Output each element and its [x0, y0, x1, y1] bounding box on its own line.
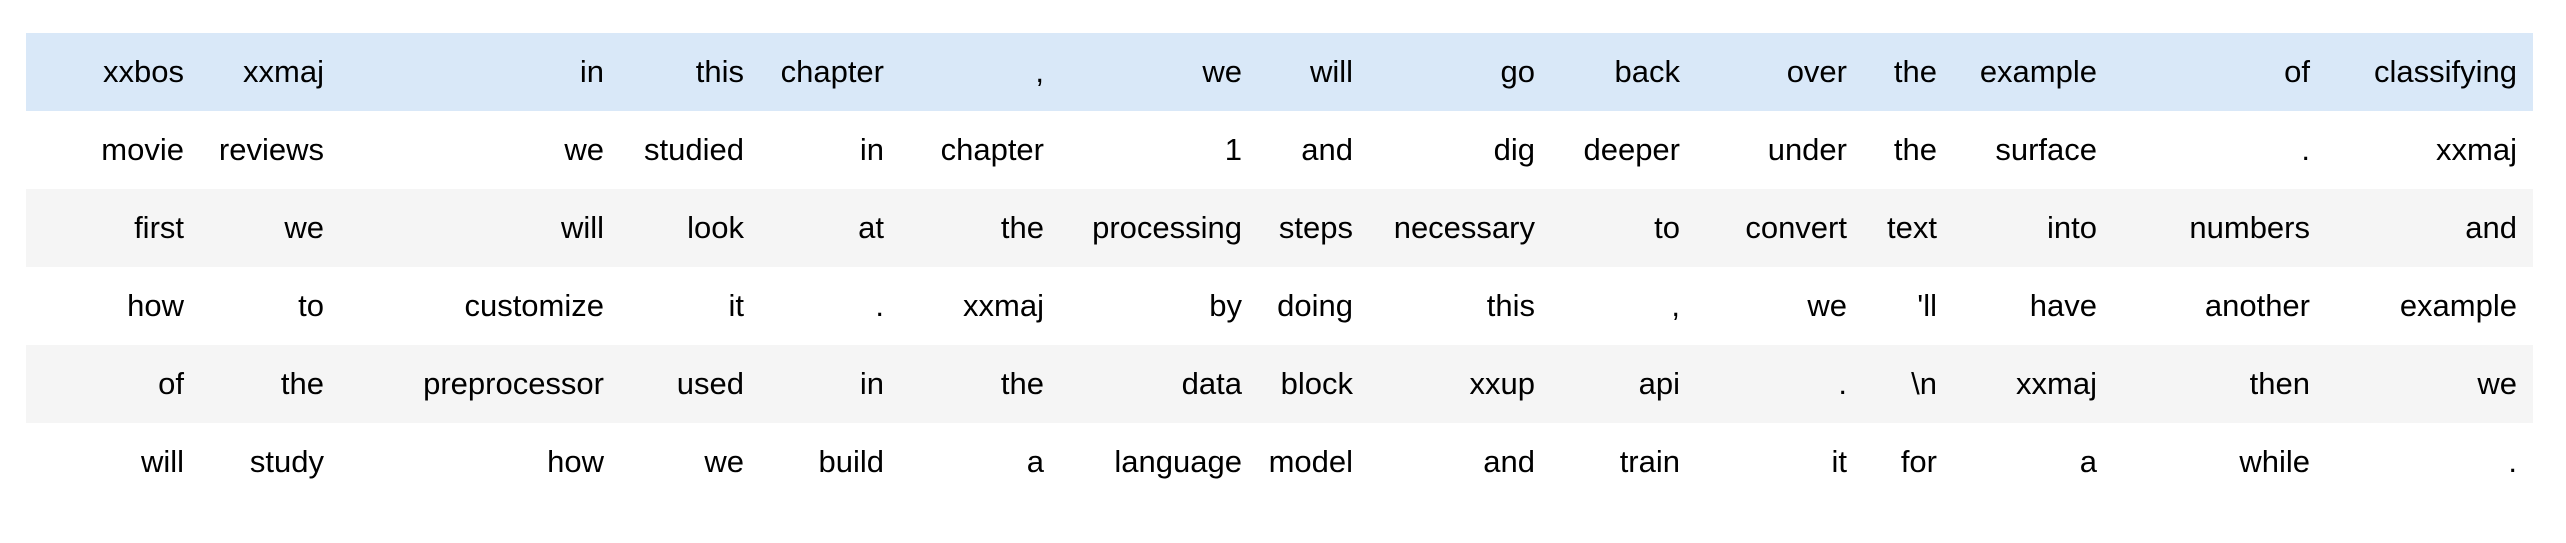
token-cell: data: [1181, 366, 1242, 401]
token-cell: to: [298, 288, 324, 323]
token-cell: .: [2301, 132, 2310, 167]
token-cell: study: [249, 444, 324, 479]
token-cell: block: [1280, 366, 1353, 401]
token-cell: surface: [1995, 132, 2097, 167]
token-cell: we: [1202, 54, 1242, 89]
token-cell: to: [1654, 210, 1680, 245]
token-cell: go: [1500, 54, 1535, 89]
token-cell: example: [2399, 288, 2517, 323]
token-cell: it: [1831, 444, 1848, 479]
token-cell: we: [1807, 288, 1847, 323]
token-cell: the: [1000, 210, 1044, 245]
token-cell: steps: [1278, 210, 1353, 245]
token-cell: over: [1786, 54, 1847, 89]
token-cell: how: [127, 288, 184, 323]
token-cell: reviews: [218, 132, 324, 167]
token-cell: a: [1026, 444, 1044, 479]
token-row: xxbos xxmaj in this chapter, we will go back over…: [26, 33, 2533, 111]
token-cell: convert: [1745, 210, 1847, 245]
token-cell: this: [1486, 288, 1535, 323]
token-cell: xxmaj: [2436, 132, 2517, 167]
token-row: movie reviews we studied in chapter 1 and dig dee…: [26, 111, 2533, 189]
token-cell: the: [1893, 132, 1937, 167]
token-cell: by: [1209, 288, 1242, 323]
token-cell: train: [1619, 444, 1680, 479]
token-cell: chapter: [780, 54, 884, 89]
token-cell: \n: [1911, 366, 1937, 401]
token-cell: xxmaj: [963, 288, 1044, 323]
token-cell: into: [2047, 210, 2097, 245]
token-cell: under: [1767, 132, 1847, 167]
token-cell: look: [687, 210, 744, 245]
token-cell: we: [284, 210, 324, 245]
token-cell: in: [859, 132, 884, 167]
token-cell: .: [875, 288, 884, 323]
token-cell: will: [1309, 54, 1353, 89]
token-cell: numbers: [2189, 210, 2310, 245]
token-cell: ,: [1035, 54, 1044, 89]
token-cell: deeper: [1583, 132, 1680, 167]
token-cell: necessary: [1393, 210, 1535, 245]
token-cell: preprocessor: [423, 366, 604, 401]
token-cell: back: [1614, 54, 1680, 89]
token-cell: movie: [101, 132, 184, 167]
token-cell: chapter: [940, 132, 1044, 167]
token-cell: used: [676, 366, 744, 401]
token-cell: xxmaj: [243, 54, 324, 89]
token-cell: another: [2204, 288, 2310, 323]
token-table: xxbos xxmaj in this chapter, we will go back over…: [26, 33, 2533, 501]
token-cell: classifying: [2374, 54, 2517, 89]
token-cell: will: [560, 210, 604, 245]
token-cell: doing: [1277, 288, 1353, 323]
token-cell: first: [134, 210, 184, 245]
token-cell: will: [140, 444, 184, 479]
token-cell: of: [2284, 54, 2310, 89]
token-cell: and: [1301, 132, 1353, 167]
token-cell: this: [695, 54, 744, 89]
token-cell: model: [1268, 444, 1353, 479]
token-cell: xxmaj: [2016, 366, 2097, 401]
token-cell: the: [280, 366, 324, 401]
token-cell: while: [2239, 444, 2310, 479]
token-cell: xxbos: [103, 54, 184, 89]
token-cell: 'll: [1917, 288, 1937, 323]
token-cell: of: [158, 366, 184, 401]
token-cell: xxup: [1469, 366, 1535, 401]
token-cell: language: [1114, 444, 1242, 479]
token-cell: it: [728, 288, 745, 323]
token-cell: the: [1000, 366, 1044, 401]
token-cell: at: [858, 210, 884, 245]
token-table-body: xxbos xxmaj in this chapter, we will go back over…: [26, 33, 2533, 501]
token-cell: and: [2465, 210, 2517, 245]
token-cell: we: [564, 132, 604, 167]
token-row: will study how we build a language model and trai…: [26, 423, 2533, 501]
token-cell: dig: [1493, 132, 1535, 167]
token-cell: how: [547, 444, 604, 479]
token-row: first we will look at the processing steps neces…: [26, 189, 2533, 267]
token-cell: a: [2079, 444, 2097, 479]
token-cell: ,: [1671, 288, 1680, 323]
token-cell: 1: [1224, 132, 1242, 167]
token-cell: customize: [464, 288, 604, 323]
token-cell: text: [1887, 210, 1937, 245]
token-cell: in: [579, 54, 604, 89]
token-cell: .: [2508, 444, 2517, 479]
token-cell: studied: [644, 132, 744, 167]
token-cell: have: [2029, 288, 2097, 323]
token-cell: api: [1638, 366, 1680, 401]
token-row: of the preprocessor used in the data block xxup a…: [26, 345, 2533, 423]
token-cell: .: [1838, 366, 1847, 401]
token-cell: we: [704, 444, 744, 479]
token-cell: in: [859, 366, 884, 401]
token-cell: for: [1900, 444, 1937, 479]
token-cell: and: [1483, 444, 1535, 479]
token-cell: build: [818, 444, 885, 479]
token-cell: example: [1979, 54, 2097, 89]
token-cell: we: [2477, 366, 2517, 401]
token-cell: then: [2249, 366, 2310, 401]
token-cell: processing: [1092, 210, 1242, 245]
token-cell: the: [1893, 54, 1937, 89]
